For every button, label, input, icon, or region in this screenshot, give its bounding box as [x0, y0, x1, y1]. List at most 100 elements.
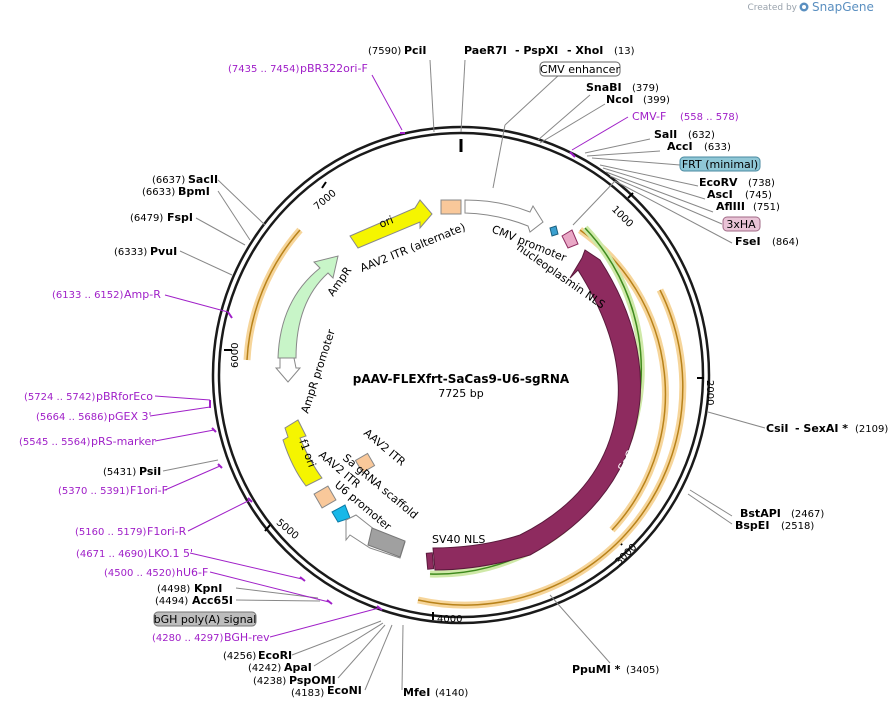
tick-2000: 2000	[704, 380, 715, 405]
site-csii[interactable]: CsiI	[766, 422, 788, 435]
site-pos-acc65i: (4494)	[155, 596, 188, 607]
3xha-label: 3xHA	[726, 218, 756, 231]
site-pspomi[interactable]: PspOMI	[289, 674, 336, 687]
ampr-feature[interactable]	[277, 255, 339, 359]
cmv-enhancer-label: CMV enhancer	[540, 63, 620, 76]
tick-6000: 6000	[230, 343, 241, 368]
site-sali[interactable]: SalI	[654, 128, 677, 141]
f1-ori-feature[interactable]	[282, 419, 323, 487]
site-pos-ncoi: (399)	[643, 95, 670, 106]
ori-label: ori	[377, 213, 395, 230]
primer-pos-lko1: (4671 .. 4690)	[76, 549, 148, 560]
aav2-itr-mid[interactable]	[354, 452, 376, 474]
site-psii[interactable]: PsiI	[139, 465, 161, 478]
site-pspxi[interactable]: - PspXI	[515, 44, 558, 57]
site-pcii[interactable]: PciI	[404, 44, 426, 57]
site-bstapi[interactable]: BstAPI	[740, 507, 781, 520]
site-acc65i[interactable]: Acc65I	[192, 594, 233, 607]
primer-pos-pgex: (5664 .. 5686)	[36, 412, 108, 423]
site-pos-acci: (633)	[704, 142, 731, 153]
site-xhoi[interactable]: - XhoI	[567, 44, 603, 57]
site-pos-bpmi: (6633)	[142, 187, 175, 198]
primer-lko1-5[interactable]: LKO.1 5'	[148, 547, 193, 560]
primer-f1ori-f[interactable]: F1ori-F	[130, 484, 168, 497]
sv40-nls-feature[interactable]	[425, 552, 435, 570]
site-pvui[interactable]: PvuI	[150, 245, 177, 258]
site-fspi[interactable]: FspI	[167, 211, 193, 224]
primer-pos-bgh-rev: (4280 .. 4297)	[152, 633, 224, 644]
site-acci[interactable]: AccI	[667, 140, 693, 153]
site-pos-mfei: (4140)	[435, 688, 468, 699]
site-pos-bstapi: (2467)	[791, 509, 824, 520]
snapgene-logo-icon	[799, 2, 809, 12]
site-pos-asci: (745)	[745, 190, 772, 201]
site-ecori[interactable]: EcoRI	[258, 649, 292, 662]
site-pos-pspomi: (4238)	[253, 676, 286, 687]
site-apai[interactable]: ApaI	[284, 661, 312, 674]
u6-promoter-feature[interactable]	[345, 514, 406, 559]
primer-bgh-rev[interactable]: BGH-rev	[224, 631, 270, 644]
site-asci[interactable]: AscI	[707, 188, 733, 201]
site-pos-sali: (632)	[688, 130, 715, 141]
aav2-itr-left[interactable]	[313, 485, 337, 509]
primer-pos-f1ori-r: (5160 .. 5179)	[75, 527, 147, 538]
primer-cmv-f[interactable]: CMV-F	[632, 110, 666, 123]
primer-pgex-3[interactable]: pGEX 3'	[108, 410, 152, 423]
site-kpni[interactable]: KpnI	[194, 582, 222, 595]
primer-pos-prs-marker: (5545 .. 5564)	[19, 437, 91, 448]
site-pos-econi: (4183)	[291, 688, 324, 699]
site-pos-snabi: (379)	[632, 83, 659, 94]
primer-hu6-f[interactable]: hU6-F	[176, 566, 208, 579]
site-sacii[interactable]: SacII	[188, 173, 218, 186]
site-pos-fspi: (6479)	[130, 213, 163, 224]
primer-pos-cmv-f: (558 .. 578)	[680, 112, 739, 123]
primer-prs-marker[interactable]: pRS-marker	[91, 435, 156, 448]
bgh-label: bGH poly(A) signal	[154, 613, 257, 626]
site-pos-psii: (5431)	[103, 467, 136, 478]
cmv-promoter-feature[interactable]	[464, 199, 544, 233]
site-pos-fsei: (864)	[772, 237, 799, 248]
primer-pbrforeco[interactable]: pBRforEco	[96, 390, 153, 403]
site-pos-ecori: (4256)	[223, 651, 256, 662]
site-mfei[interactable]: MfeI	[403, 686, 430, 699]
sv40-nls-label: SV40 NLS	[432, 533, 485, 546]
cmv-enhancer-box[interactable]: CMV enhancer	[539, 61, 621, 77]
primer-pos-pbrforeco: (5724 .. 5742)	[24, 392, 96, 403]
plasmid-size: 7725 bp	[438, 387, 483, 400]
tick-7000: 7000	[312, 188, 339, 213]
ori-feature[interactable]	[349, 199, 433, 249]
primer-amp-r[interactable]: Amp-R	[124, 288, 161, 301]
aav2-itr-alt-feature[interactable]	[440, 199, 462, 215]
3xha-box[interactable]: 3xHA	[722, 216, 761, 232]
site-ppumi[interactable]: PpuMI *	[572, 663, 621, 676]
site-pos-sexai: (2109)	[855, 424, 888, 435]
site-pos-ppumi: (3405)	[626, 665, 659, 676]
brand-prefix: Created by	[747, 3, 797, 13]
primer-pos-hu6-f: (4500 .. 4520)	[104, 568, 176, 579]
site-pos-kpni: (4498)	[157, 584, 190, 595]
site-bpmi[interactable]: BpmI	[178, 185, 210, 198]
site-pos-afliii: (751)	[753, 202, 780, 213]
ampr-promoter-feature[interactable]	[274, 357, 302, 383]
site-afliii[interactable]: AflIII	[716, 200, 745, 213]
site-bspei[interactable]: BspEI	[735, 519, 769, 532]
site-econi[interactable]: EcoNI	[327, 684, 362, 697]
site-ecorv[interactable]: EcoRV	[699, 176, 738, 189]
primer-f1ori-r[interactable]: F1ori-R	[147, 525, 187, 538]
frt-box[interactable]: FRT (minimal)	[679, 156, 761, 172]
site-paer7i[interactable]: PaeR7I	[464, 44, 507, 57]
site-snabi[interactable]: SnaBI	[586, 81, 622, 94]
nucleoplasmin-nls-feature[interactable]	[549, 225, 579, 249]
tick-1000: 1000	[609, 204, 635, 230]
primer-pos-pbr322: (7435 .. 7454)	[228, 64, 300, 75]
site-pos-xhoi: (13)	[614, 46, 635, 57]
site-sexai[interactable]: - SexAI *	[795, 422, 848, 435]
brand-name: SnapGene	[812, 0, 874, 14]
site-ncoi[interactable]: NcoI	[606, 93, 633, 106]
bgh-box[interactable]: bGH poly(A) signal	[153, 611, 257, 627]
primer-pos-f1ori-f: (5370 .. 5391)	[58, 486, 130, 497]
sacas9-feature[interactable]	[432, 249, 641, 571]
site-fsei[interactable]: FseI	[735, 235, 761, 248]
primer-pbr322ori-f[interactable]: pBR322ori-F	[300, 62, 368, 75]
